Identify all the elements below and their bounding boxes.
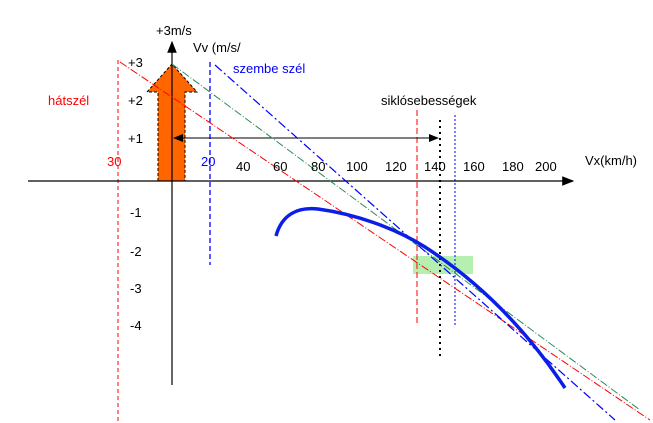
y-tick-labels: +3 +2 +1 -1 -2 -3 -4	[128, 55, 143, 333]
x-tick: 100	[346, 159, 368, 174]
x-axis-label: Vx(km/h)	[585, 153, 637, 168]
x-tick: 140	[424, 159, 446, 174]
x-tick: 80	[311, 159, 325, 174]
x-tick: 200	[535, 159, 557, 174]
headwind-label: szembe szél	[233, 61, 305, 76]
y-tick: +2	[128, 93, 143, 108]
y-tick: -2	[130, 244, 142, 259]
y-tick: -4	[130, 318, 142, 333]
x-tick: 180	[502, 159, 524, 174]
y-tick: -1	[130, 205, 142, 220]
tailwind-tangent-line	[119, 61, 651, 421]
x-tick: 160	[463, 159, 485, 174]
x-tick: 40	[236, 159, 250, 174]
y-tick: -3	[130, 281, 142, 296]
x-tick-labels: 40 60 80 100 120 140 160 180 200	[236, 159, 557, 174]
tailwind-label: hátszél	[48, 93, 89, 108]
x-tick: 120	[385, 159, 407, 174]
y-tick: +3	[128, 55, 143, 70]
speed-polar-curve	[274, 206, 567, 389]
x-tick: 60	[273, 159, 287, 174]
y-axis-top-label: +3m/s	[156, 23, 192, 38]
tailwind-tick: 30	[107, 154, 121, 169]
headwind-tick: 20	[201, 154, 215, 169]
y-tick: +1	[128, 131, 143, 146]
glide-speeds-label: siklósebességek	[381, 93, 477, 108]
y-axis-label: Vv (m/s/	[193, 40, 241, 55]
